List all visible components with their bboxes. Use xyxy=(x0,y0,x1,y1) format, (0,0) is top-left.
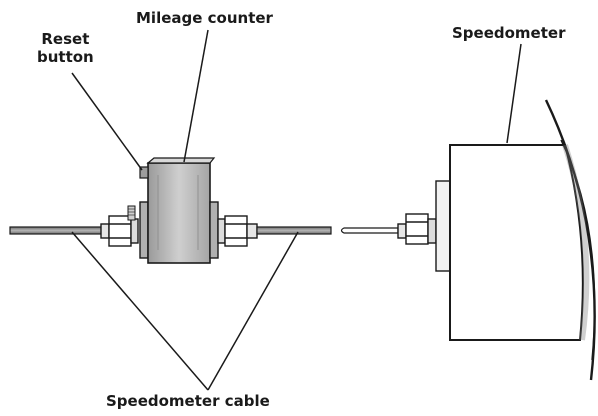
right-cable-nut xyxy=(217,215,258,247)
cable-leader-left xyxy=(71,231,209,391)
right-speedometer-cable xyxy=(256,226,332,235)
mileage-counter-leader xyxy=(183,29,209,163)
cable-leader-right xyxy=(207,231,299,391)
mileage-counter-label: Mileage counter xyxy=(136,9,273,27)
speedometer-housing xyxy=(449,99,596,381)
reset-button-label-line-1: Reset xyxy=(41,30,90,48)
mount-screw xyxy=(127,205,136,221)
reset-button-leader xyxy=(71,72,143,171)
mileage-counter-box xyxy=(127,157,219,264)
reset-button-label-line-2: button xyxy=(37,48,94,66)
reset-button-label: Reset button xyxy=(37,30,94,66)
speedometer-label: Speedometer xyxy=(452,24,566,42)
leader-lines xyxy=(71,29,522,391)
reset-button xyxy=(139,166,149,179)
left-speedometer-cable xyxy=(9,226,103,235)
speedometer-cable-nut xyxy=(397,180,451,272)
cable-end-pin xyxy=(340,227,399,234)
speedometer-leader xyxy=(506,43,522,144)
left-cable-nut xyxy=(100,215,139,247)
speedometer-cable-label: Speedometer cable xyxy=(106,392,270,410)
